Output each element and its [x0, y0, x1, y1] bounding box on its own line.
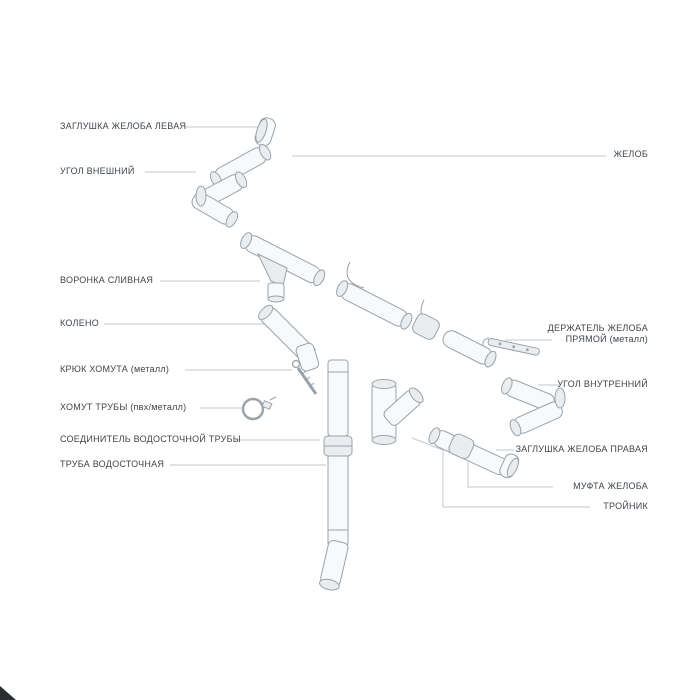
- elbow-lower-part: [295, 342, 320, 372]
- gutter-end-cap-right-part: [499, 453, 520, 479]
- label-elbow: КОЛЕНО: [60, 318, 99, 328]
- label-gutter-holder: ДЕРЖАТЕЛЬ ЖЕЛОБА ПРЯМОЙ (металл): [548, 323, 648, 345]
- label-downpipe-connector: СОЕДИНИТЕЛЬ ВОДОСТОЧНОЙ ТРУБЫ: [60, 434, 241, 444]
- label-gutter-coupling: МУФТА ЖЕЛОБА: [573, 481, 648, 491]
- page-corner-artifact: [0, 686, 16, 700]
- label-drain-funnel: ВОРОНКА СЛИВНАЯ: [60, 275, 154, 285]
- gutter-strap-detail: [346, 261, 365, 289]
- label-gutter-holder-line2: ПРЯМОЙ (металл): [565, 334, 648, 344]
- label-clamp-hook: КРЮК ХОМУТА (металл): [60, 364, 170, 374]
- label-inner-corner: УГОЛ ВНУТРЕННИЙ: [557, 379, 648, 389]
- leader-lines: [104, 126, 606, 508]
- label-pipe-clamp: ХОМУТ ТРУБЫ (пвх/металл): [60, 402, 187, 412]
- label-gutter-end-cap-left: ЗАГЛУШКА ЖЕЛОБА ЛЕВАЯ: [60, 121, 187, 131]
- gutter-coupling-part: [448, 433, 475, 460]
- downpipe-connector-part: [323, 435, 353, 457]
- gutter-run-segment-2-part: [336, 280, 413, 330]
- label-gutter-end-cap-right: ЗАГЛУШКА ЖЕЛОБА ПРАВАЯ: [515, 444, 648, 454]
- pipe-clamp-part: [241, 396, 277, 421]
- label-gutter: ЖЕЛОБ: [613, 149, 648, 159]
- label-outer-corner: УГОЛ ВНЕШНИЙ: [60, 166, 135, 176]
- tee-part: [371, 379, 424, 445]
- drain-funnel-part: [256, 252, 288, 303]
- gutter-holder-part: [482, 337, 540, 356]
- gutter-run-segment-1-part: [240, 232, 326, 287]
- gutter-run-coupling-part: [412, 313, 440, 340]
- inner-corner-part: [501, 377, 566, 437]
- outer-corner-part: [191, 171, 248, 228]
- gutter-end-cap-left-part: [254, 117, 276, 147]
- clamp-hook-part: [291, 359, 318, 395]
- gutter-run-segment-3-part: [442, 330, 497, 368]
- outlet-spout-part: [319, 539, 349, 591]
- label-gutter-holder-line1: ДЕРЖАТЕЛЬ ЖЕЛОБА: [547, 323, 648, 333]
- label-downpipe: ТРУБА ВОДОСТОЧНАЯ: [60, 459, 165, 469]
- label-tee: ТРОЙНИК: [603, 501, 648, 511]
